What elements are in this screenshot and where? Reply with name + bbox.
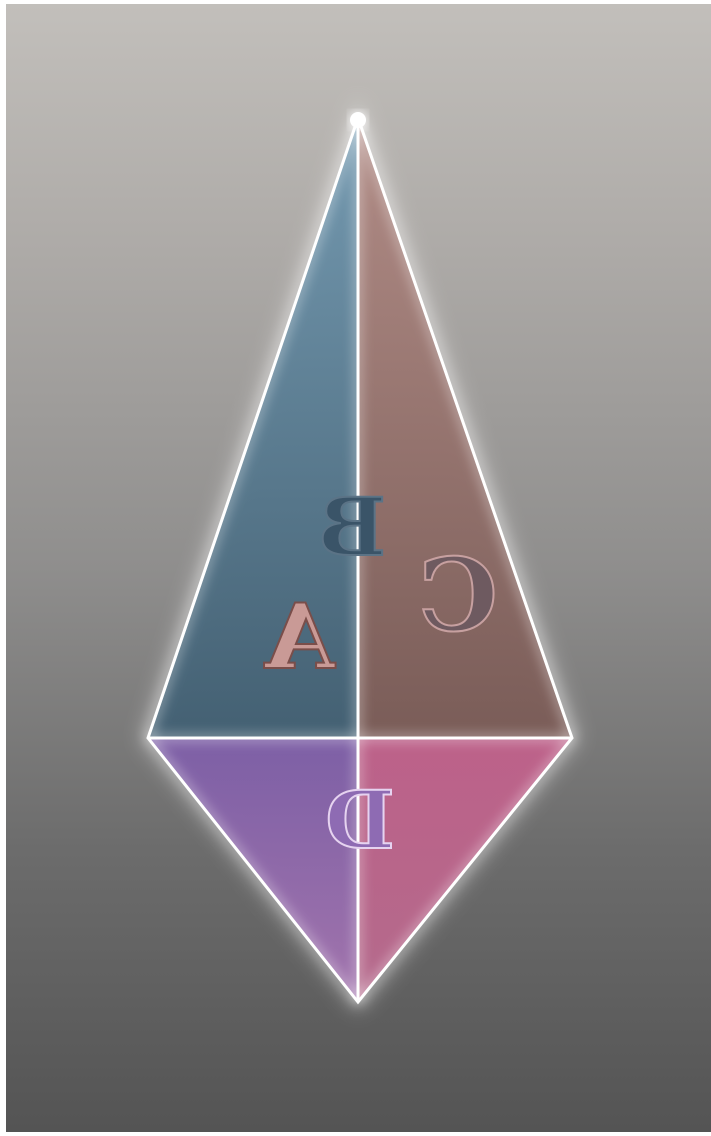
face-letter-b: B — [318, 480, 386, 574]
face-letter-d: D — [325, 773, 394, 867]
face-letter-a: A — [264, 584, 336, 690]
apex-highlight — [350, 112, 366, 128]
face-letter-c: C — [418, 536, 498, 654]
